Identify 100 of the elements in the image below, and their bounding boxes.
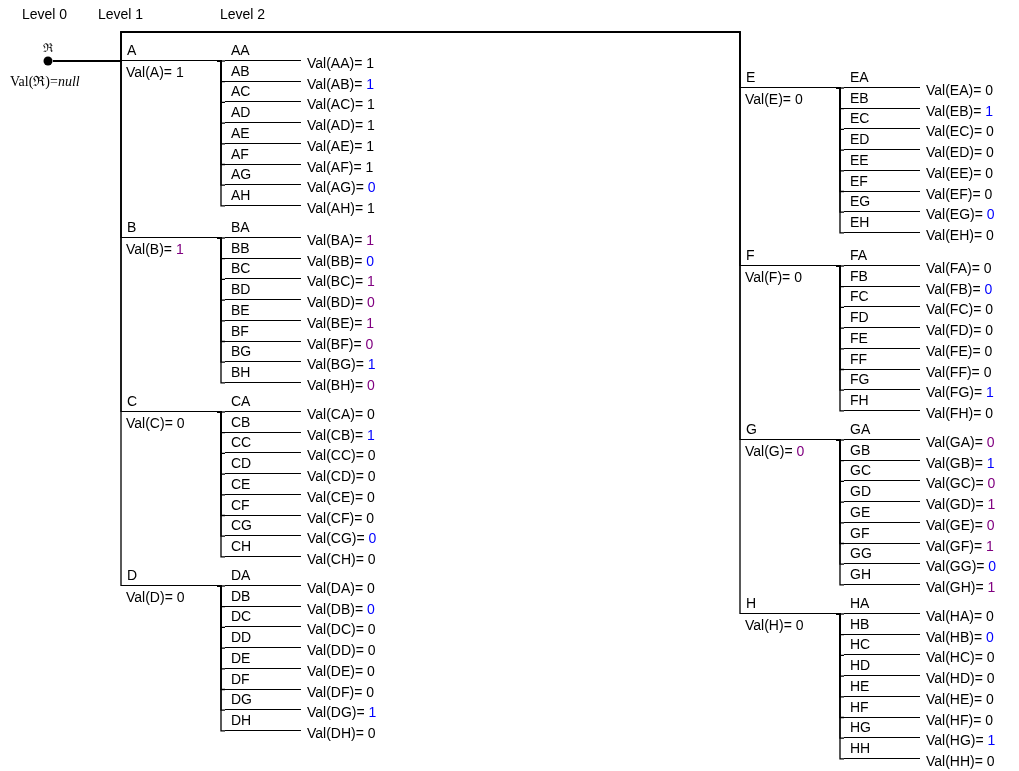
level-2-node: HB (844, 615, 920, 635)
node-value: Val(FE)= 0 (926, 342, 993, 359)
level-2-node: DE (225, 649, 301, 669)
node-value: Val(EH)= 0 (926, 226, 994, 243)
node-value: Val(F)= 0 (745, 269, 802, 285)
node-value: Val(HF)= 0 (926, 711, 994, 728)
node-value: Val(DF)= 0 (307, 683, 375, 700)
node-value: Val(DC)= 0 (307, 621, 376, 638)
node-value: Val(AE)= 1 (307, 137, 375, 154)
node-value: Val(DB)= 0 (307, 600, 375, 617)
node-value: Val(FD)= 0 (926, 322, 994, 339)
node-value: Val(DD)= 0 (307, 642, 376, 659)
node-value: Val(FA)= 0 (926, 260, 992, 276)
level-2-node: GF (844, 524, 920, 544)
level-2-node: BA (225, 219, 301, 238)
node-value: Val(CF)= 0 (307, 509, 375, 526)
node-value: Val(ED)= 0 (926, 144, 994, 161)
node-value: Val(GC)= 0 (926, 475, 996, 492)
node-value: Val(AG)= 0 (307, 179, 376, 196)
level-2-node: BC (225, 260, 301, 280)
level-1-node: A (121, 42, 217, 61)
level-1-node: C (121, 393, 217, 412)
level-2-node: ED (844, 131, 920, 151)
level-heading: Level 1 (98, 6, 144, 22)
level-2-node: AC (225, 83, 301, 103)
node-value: Val(B)= 1 (126, 241, 184, 257)
level-1-node: E (740, 69, 836, 88)
level-2-node: AE (225, 124, 301, 144)
node-value: Val(HA)= 0 (926, 608, 994, 624)
node-value: Val(BD)= 0 (307, 294, 375, 311)
level-2-node: FB (844, 267, 920, 287)
level-2-node: DH (225, 711, 301, 731)
node-value: Val(HC)= 0 (926, 649, 995, 666)
level-2-node: CD (225, 455, 301, 475)
node-value: Val(FC)= 0 (926, 301, 994, 318)
node-value: Val(CA)= 0 (307, 406, 375, 422)
node-value: Val(AH)= 1 (307, 199, 375, 216)
node-value: Val(D)= 0 (126, 589, 185, 605)
node-value: Val(HG)= 1 (926, 732, 996, 749)
node-value: Val(BF)= 0 (307, 335, 374, 352)
level-2-node: HE (844, 677, 920, 697)
node-value: Val(HE)= 0 (926, 690, 994, 707)
node-value: Val(FF)= 0 (926, 363, 992, 380)
node-value: Val(FG)= 1 (926, 384, 994, 401)
level-heading: Level 2 (220, 6, 266, 22)
level-2-node: FG (844, 371, 920, 391)
node-value: Val(GB)= 1 (926, 454, 995, 471)
level-2-node: FD (844, 309, 920, 329)
level-1-node: G (740, 421, 836, 440)
node-value: Val(CH)= 0 (307, 550, 376, 567)
level-2-node: HG (844, 719, 920, 739)
level-1-node: D (121, 567, 217, 586)
level-2-node: BE (225, 301, 301, 321)
node-value: Val(G)= 0 (745, 443, 805, 459)
level-2-node: AF (225, 145, 301, 165)
level-2-node: EA (844, 69, 920, 88)
node-value: Val(DE)= 0 (307, 662, 375, 679)
node-value: Val(EE)= 0 (926, 164, 994, 181)
level-2-node: CA (225, 393, 301, 412)
node-value: Val(EG)= 0 (926, 206, 995, 223)
node-value: Val(AF)= 1 (307, 158, 374, 175)
level-2-node: EH (844, 213, 920, 233)
level-2-node: CB (225, 413, 301, 433)
node-value: Val(CE)= 0 (307, 488, 375, 505)
node-value: Val(EC)= 0 (926, 123, 994, 140)
node-value: Val(GE)= 0 (926, 516, 995, 533)
node-value: Val(A)= 1 (126, 64, 184, 80)
node-value: Val(DG)= 1 (307, 704, 377, 721)
level-2-node: CF (225, 496, 301, 516)
level-2-node: EG (844, 193, 920, 213)
node-value: Val(BB)= 0 (307, 252, 375, 269)
level-2-node: GA (844, 421, 920, 440)
level-2-node: HF (844, 698, 920, 718)
node-value: Val(DH)= 0 (307, 724, 376, 741)
node-value: Val(AB)= 1 (307, 75, 375, 92)
node-value: Val(E)= 0 (745, 91, 803, 107)
node-value: Val(GH)= 1 (926, 578, 996, 595)
node-value: Val(EB)= 1 (926, 102, 994, 119)
level-2-node: FC (844, 288, 920, 308)
level-2-node: HC (844, 636, 920, 656)
node-value: Val(BE)= 1 (307, 314, 375, 331)
level-2-node: DB (225, 587, 301, 607)
level-1-node: H (740, 595, 836, 614)
level-2-node: HD (844, 657, 920, 677)
level-2-node: FH (844, 391, 920, 411)
node-value: Val(GF)= 1 (926, 537, 994, 554)
node-value: Val(CG)= 0 (307, 530, 377, 547)
level-2-node: CC (225, 434, 301, 454)
node-value: Val(EF)= 0 (926, 185, 993, 202)
node-value: Val(DA)= 0 (307, 580, 375, 596)
level-2-node: HH (844, 739, 920, 759)
level-heading: Level 0 (22, 6, 68, 22)
level-2-node: GD (844, 483, 920, 503)
level-2-node: CE (225, 475, 301, 495)
node-value: Val(C)= 0 (126, 415, 185, 431)
level-2-node: AA (225, 42, 301, 61)
node-value: Val(CB)= 1 (307, 426, 375, 443)
level-2-node: FF (844, 350, 920, 370)
node-value: Val(H)= 0 (745, 617, 804, 633)
node-value: Val(EA)= 0 (926, 82, 994, 98)
